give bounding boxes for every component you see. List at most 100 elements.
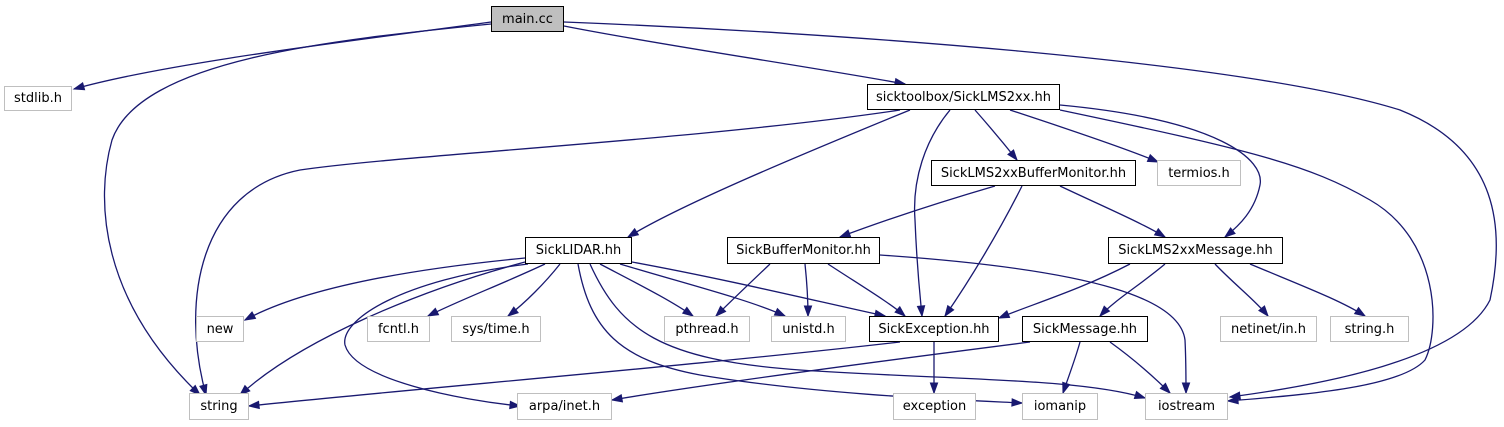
arrowhead — [1146, 153, 1160, 163]
arrowhead — [243, 311, 257, 321]
node-label: main.cc — [502, 11, 553, 27]
node-fcntl-h: fcntl.h — [367, 316, 430, 342]
edge-main-cc-to-string — [103, 23, 492, 397]
arrowhead — [1062, 381, 1071, 395]
arrowhead — [944, 304, 955, 318]
node-sick-message-hh[interactable]: SickMessage.hh — [1022, 316, 1148, 342]
arrowhead — [1011, 398, 1024, 407]
node-iostream: iostream — [1145, 393, 1228, 420]
edge-buffer-monitor-lms-hh-to-sick-buffer-monitor-hh — [838, 185, 996, 238]
edge-sick-lms2xx-hh-to-buffer-monitor-lms-hh — [974, 109, 1018, 162]
node-label: termios.h — [1168, 165, 1230, 181]
node-sick-exception-hh[interactable]: SickException.hh — [869, 316, 999, 342]
arrowhead — [1181, 382, 1191, 395]
node-sick-lidar-hh[interactable]: SickLIDAR.hh — [525, 237, 632, 264]
arrowhead — [803, 305, 813, 318]
edge-lms2xx-message-hh-to-sick-message-hh — [1098, 263, 1166, 318]
node-pthread-h: pthread.h — [664, 316, 750, 342]
arrowhead — [714, 305, 727, 318]
arrowhead — [681, 306, 695, 317]
node-sick-buffer-monitor-hh[interactable]: SickBufferMonitor.hh — [727, 237, 880, 264]
edge-sick-buffer-monitor-hh-to-sick-exception-hh — [827, 263, 907, 317]
edge-lms2xx-message-hh-to-sick-exception-hh — [997, 263, 1131, 319]
edge-main-cc-to-stdlib-h — [72, 21, 492, 91]
node-label: SickBufferMonitor.hh — [736, 243, 871, 258]
node-arpa-inet-h: arpa/inet.h — [517, 393, 612, 420]
edge-sick-lidar-hh-to-sys-time-h — [506, 263, 561, 317]
node-termios-h: termios.h — [1157, 160, 1241, 186]
node-label: string.h — [1344, 321, 1395, 337]
arrowhead — [773, 307, 787, 317]
node-label: pthread.h — [675, 321, 739, 337]
edge-main-cc-to-sick-lms2xx-hh — [563, 25, 907, 87]
node-label: sicktoolbox/SickLMS2xx.hh — [875, 89, 1052, 105]
node-label: iostream — [1157, 399, 1216, 414]
node-exception: exception — [893, 393, 976, 420]
node-main-cc[interactable]: main.cc — [491, 6, 564, 32]
arrowhead — [72, 82, 86, 91]
arrowhead — [1098, 305, 1111, 318]
node-label: sys/time.h — [462, 321, 530, 337]
arrowhead — [426, 307, 440, 317]
node-label: SickException.hh — [878, 321, 990, 337]
node-label: iomanip — [1033, 399, 1087, 414]
arrowhead — [916, 305, 926, 318]
edge-sick-exception-hh-to-string — [247, 341, 901, 410]
edge-sick-lms2xx-hh-to-sick-exception-hh — [913, 109, 951, 318]
edge-sick-lms2xx-hh-to-lms2xx-message-hh — [1059, 104, 1261, 238]
node-buffer-monitor-lms-hh[interactable]: SickLMS2xxBufferMonitor.hh — [931, 160, 1136, 186]
node-label: arpa/inet.h — [528, 399, 601, 414]
edge-lms2xx-message-hh-to-netinet-in-h — [1214, 263, 1269, 318]
edge-main-cc-to-iostream — [563, 21, 1497, 400]
node-iomanip: iomanip — [1022, 393, 1098, 420]
edge-sick-lidar-hh-to-pthread-h — [599, 263, 695, 317]
arrowhead — [1223, 227, 1236, 238]
edge-sick-lms2xx-hh-to-string — [195, 109, 901, 397]
edge-sick-lidar-hh-to-arpa-inet-h — [344, 263, 529, 410]
edge-sick-message-hh-to-iostream — [1109, 341, 1172, 395]
arrowhead — [1133, 390, 1147, 400]
arrowhead — [1153, 227, 1167, 238]
edge-lms2xx-message-hh-to-string-h — [1249, 263, 1367, 317]
edge-sick-lms2xx-hh-to-sick-lidar-hh — [626, 109, 911, 238]
edge-sick-lidar-hh-to-iostream — [589, 263, 1147, 400]
node-unistd-h: unistd.h — [771, 316, 846, 342]
node-stdlib-h: stdlib.h — [4, 86, 72, 111]
arrowhead — [189, 384, 202, 397]
edge-sick-message-hh-to-arpa-inet-h — [610, 341, 1031, 403]
node-label: string — [200, 399, 238, 414]
arrowhead — [247, 400, 260, 410]
arrowhead — [1226, 395, 1239, 405]
edge-sick-buffer-monitor-hh-to-iostream — [879, 254, 1191, 395]
node-label: unistd.h — [782, 321, 835, 337]
arrowhead — [199, 383, 208, 397]
node-string-h: string.h — [1330, 316, 1409, 342]
node-label: SickLIDAR.hh — [535, 243, 622, 258]
node-lms2xx-message-hh[interactable]: SickLMS2xxMessage.hh — [1108, 237, 1283, 264]
edge-sick-buffer-monitor-hh-to-pthread-h — [714, 263, 771, 318]
node-netinet-in-h: netinet/in.h — [1220, 316, 1317, 342]
node-string: string — [189, 393, 249, 420]
edge-sick-lidar-hh-to-string — [238, 261, 526, 396]
edge-sick-lidar-hh-to-fcntl-h — [426, 263, 546, 317]
edge-sick-lms2xx-hh-to-iostream — [1059, 109, 1434, 405]
edge-sick-exception-hh-to-exception — [929, 341, 939, 395]
arrowhead — [626, 227, 640, 238]
edge-sick-lidar-hh-to-unistd-h — [619, 263, 787, 317]
arrowhead — [838, 229, 852, 238]
arrowhead — [1007, 149, 1018, 162]
node-label: netinet/in.h — [1231, 321, 1306, 337]
edge-sick-buffer-monitor-hh-to-unistd-h — [803, 263, 813, 318]
node-sick-lms2xx-hh[interactable]: sicktoolbox/SickLMS2xx.hh — [867, 84, 1060, 110]
edge-sick-lidar-hh-to-sick-exception-hh — [631, 261, 887, 319]
arrowhead — [929, 382, 939, 395]
node-label: SickLMS2xxBufferMonitor.hh — [940, 165, 1127, 181]
edge-sick-lms2xx-hh-to-termios-h — [1009, 109, 1160, 163]
arrowhead — [610, 393, 624, 403]
node-label: new — [206, 321, 234, 337]
node-label: SickLMS2xxMessage.hh — [1118, 243, 1273, 258]
node-new: new — [196, 316, 244, 342]
edge-sick-message-hh-to-iomanip — [1062, 341, 1081, 395]
